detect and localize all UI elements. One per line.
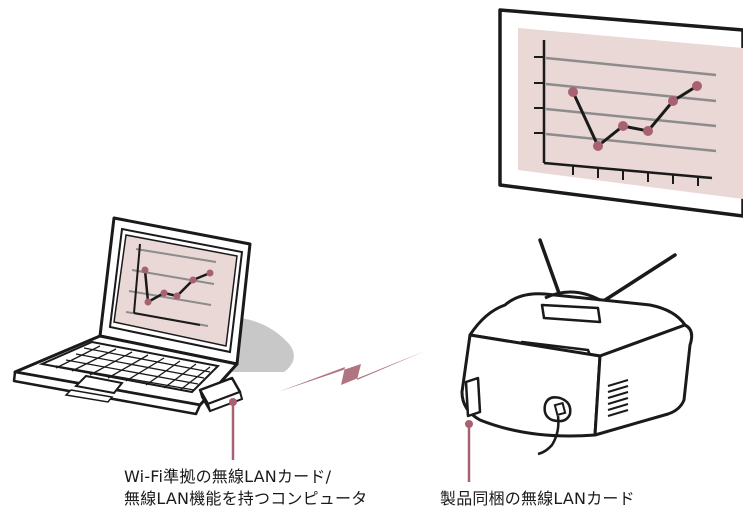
- laptop-icon: [12, 216, 294, 416]
- wireless-signal-icon: [278, 351, 425, 392]
- computer-caption-line1: Wi-Fi準拠の無線LANカード/: [124, 467, 332, 486]
- projector-card-callout: [465, 420, 473, 482]
- computer-callout: [229, 398, 237, 460]
- projector-icon: [460, 238, 694, 456]
- projector-card-caption: 製品同梱の無線LANカード: [440, 489, 635, 508]
- wireless-lan-card-icon: [198, 376, 244, 413]
- computer-caption: Wi-Fi準拠の無線LANカード/ 無線LAN機能を持つコンピュータ: [124, 466, 367, 510]
- computer-caption-line2: 無線LAN機能を持つコンピュータ: [124, 489, 368, 508]
- projection-screen-icon: [498, 8, 743, 218]
